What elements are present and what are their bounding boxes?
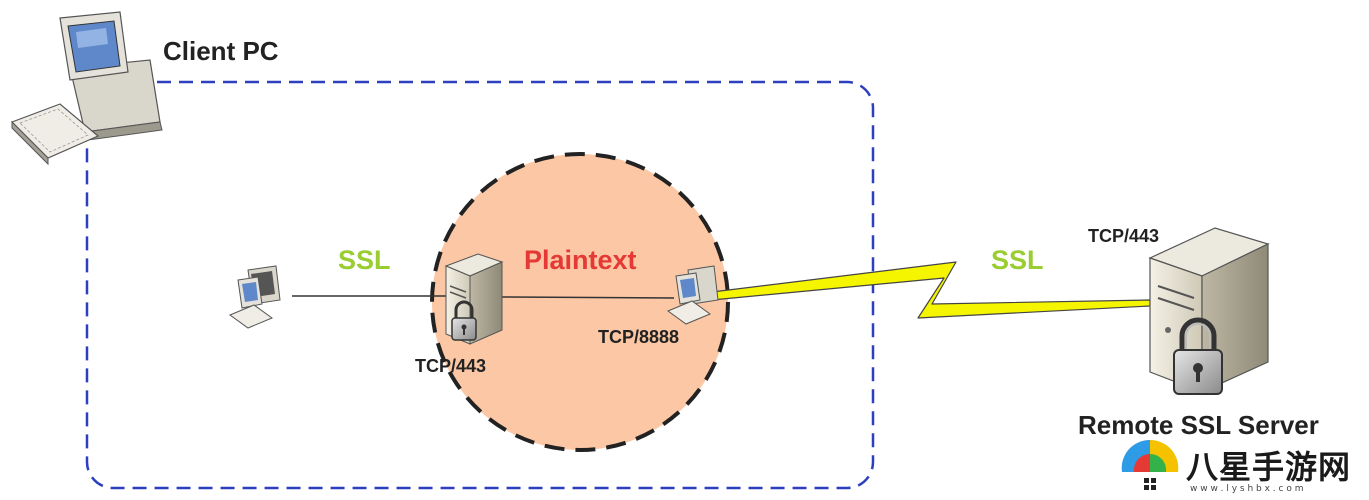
watermark-logo-icon xyxy=(1121,439,1179,490)
client-pc-icon xyxy=(10,11,163,166)
proxy-lock-icon xyxy=(451,300,477,341)
client-computer-icon xyxy=(228,265,281,329)
proxy-out-port-label: TCP/8888 xyxy=(598,327,680,347)
remote-lock-icon xyxy=(1173,317,1223,395)
plaintext-label: Plaintext xyxy=(524,245,637,275)
remote-server-label: Remote SSL Server xyxy=(1078,410,1319,440)
server-port-label: TCP/443 xyxy=(1088,226,1160,246)
client-pc-label: Client PC xyxy=(163,36,279,66)
proxy-client-icon xyxy=(666,265,719,325)
plaintext-link xyxy=(499,296,675,299)
watermark-title: 八星手游网 xyxy=(1186,448,1352,486)
watermark-url: w w w . l y s h b x . c o m xyxy=(1190,484,1304,494)
plaintext-zone xyxy=(430,152,730,452)
proxy-port-label: TCP/443 xyxy=(415,356,487,376)
ssl-label-right: SSL xyxy=(991,245,1044,275)
ssl-label-left: SSL xyxy=(338,245,391,275)
ssl-link-lightning xyxy=(711,261,1151,319)
